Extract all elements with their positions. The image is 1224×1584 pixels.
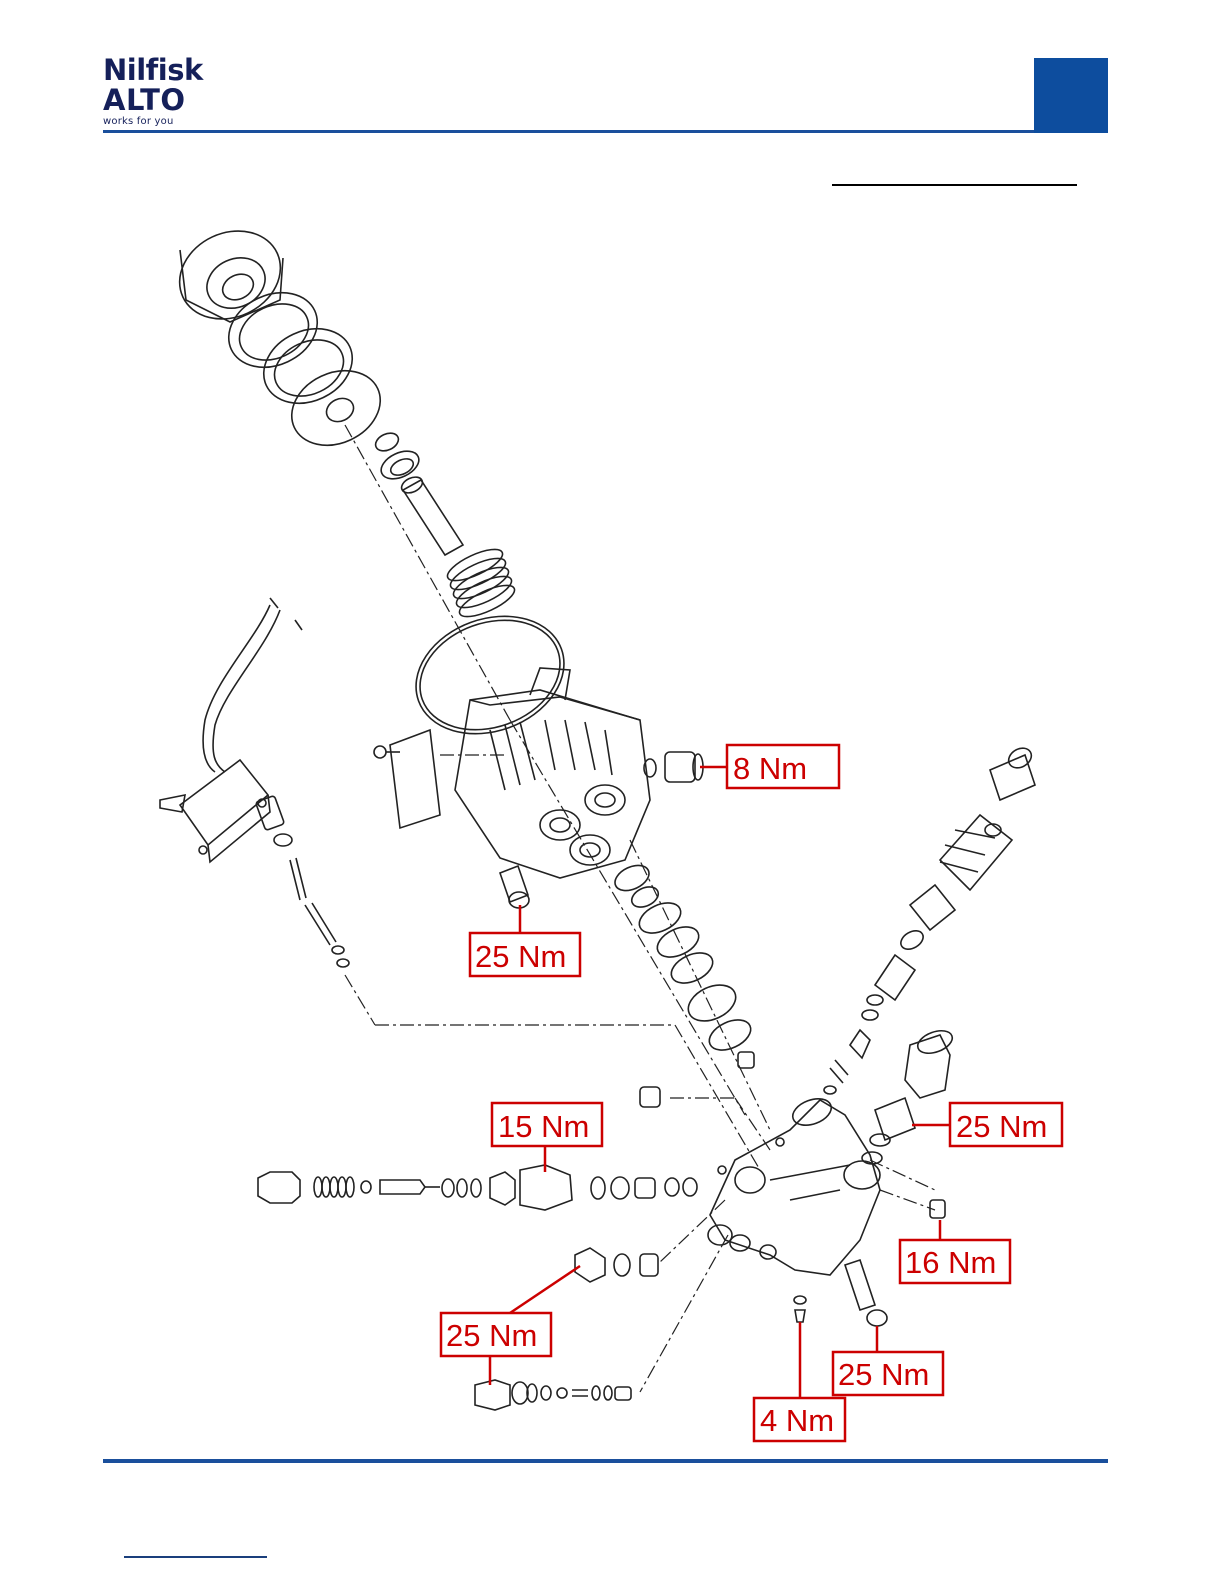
check-valve-row — [475, 1380, 631, 1410]
unloader-valve-row — [258, 1165, 697, 1210]
torque-label-long-bolt: 25 Nm — [838, 1357, 929, 1392]
axis-lines — [345, 425, 935, 1392]
bolt-upper — [500, 866, 529, 908]
torque-label-right-fitting: 25 Nm — [956, 1109, 1047, 1144]
pressure-switch — [160, 598, 302, 862]
torque-label-15nm: 15 Nm — [498, 1109, 589, 1144]
piston-assembly — [373, 430, 519, 623]
footer-underline — [124, 1556, 267, 1558]
callout-leaders — [490, 767, 950, 1398]
plug-small — [640, 1087, 660, 1107]
manifold-body — [708, 1094, 880, 1275]
outlet-fittings — [824, 744, 1035, 1094]
long-bolt — [845, 1260, 887, 1326]
torque-label-4nm: 4 Nm — [760, 1403, 834, 1438]
footer-rule — [103, 1459, 1108, 1463]
pump-head-housing — [455, 668, 650, 878]
torque-label-16nm: 16 Nm — [905, 1245, 996, 1280]
flange — [165, 215, 295, 335]
plug-8nm — [644, 752, 703, 782]
torque-labels: 8 Nm 25 Nm 15 Nm 25 Nm 16 Nm 25 Nm 25 Nm… — [446, 751, 1047, 1438]
torque-label-8nm: 8 Nm — [733, 751, 807, 786]
screw-4nm — [794, 1296, 806, 1322]
torque-label-upper-bolt: 25 Nm — [475, 939, 566, 974]
lower-plug-assembly — [575, 1248, 658, 1282]
torque-label-lower-plug: 25 Nm — [446, 1318, 537, 1353]
bracket-plate — [374, 730, 440, 828]
valve-seal-stack — [611, 860, 755, 1068]
hex-fitting-right — [862, 1026, 955, 1164]
switch-fitting — [255, 795, 349, 967]
